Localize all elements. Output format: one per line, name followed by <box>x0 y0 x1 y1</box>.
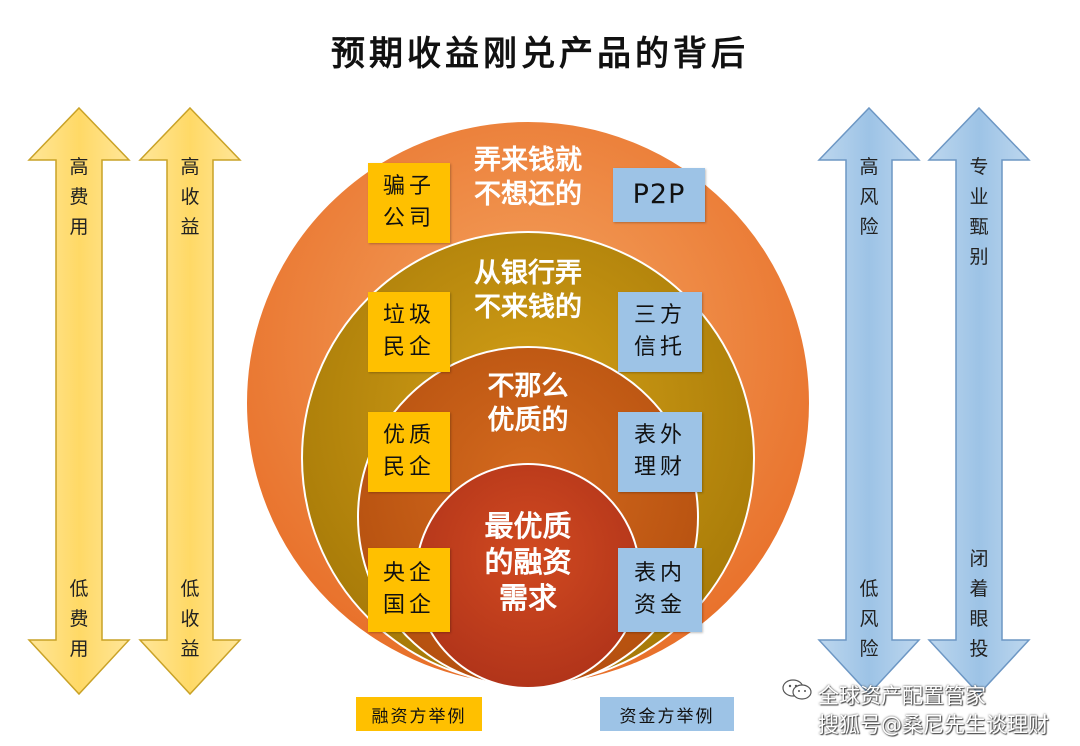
financier-box-junk-private: 垃圾 民企 <box>368 292 450 372</box>
financier-box-soe: 央企 国企 <box>368 548 450 632</box>
capital-box-offbalance: 表外 理财 <box>618 412 702 492</box>
page-title: 预期收益刚兑产品的背后 <box>331 34 749 74</box>
double-arrow-fees <box>27 106 131 696</box>
arrow-label-low-return: 低 收 益 <box>180 578 200 660</box>
capital-box-trust: 三方 信托 <box>618 292 702 372</box>
financier-box-scam: 骗子 公司 <box>368 163 450 243</box>
arrow-label-low-risk: 低 风 险 <box>859 578 879 660</box>
watermark-source: 搜狐号@桑尼先生谈理财 <box>818 713 1049 737</box>
ring-label-second: 从银行弄 不来钱的 <box>474 258 582 323</box>
capital-box-onbalance: 表内 资金 <box>618 548 702 632</box>
arrow-label-professional-screening: 专 业 甄 别 <box>969 156 989 268</box>
double-arrow-returns <box>138 106 242 696</box>
double-arrow-diligence <box>927 106 1031 696</box>
wechat-icon <box>782 679 812 700</box>
watermark-account: 全球资产配置管家 <box>818 684 986 708</box>
capital-box-p2p: P2P <box>613 168 705 222</box>
arrow-label-high-risk: 高 风 险 <box>859 156 879 238</box>
ring-label-third: 不那么 优质的 <box>487 371 569 436</box>
double-arrow-risk <box>817 106 921 696</box>
ring-label-core: 最优质 的融资 需求 <box>484 509 572 615</box>
arrow-label-low-fee: 低 费 用 <box>69 578 89 660</box>
legend-capital: 资金方举例 <box>600 697 734 731</box>
financier-box-quality-private: 优质 民企 <box>368 412 450 492</box>
arrow-label-blind-investing: 闭 着 眼 投 <box>969 548 989 660</box>
arrow-label-high-fee: 高 费 用 <box>69 156 89 238</box>
legend-financier: 融资方举例 <box>356 697 482 731</box>
arrow-label-high-return: 高 收 益 <box>180 156 200 238</box>
ring-label-outer: 弄来钱就 不想还的 <box>474 145 582 210</box>
